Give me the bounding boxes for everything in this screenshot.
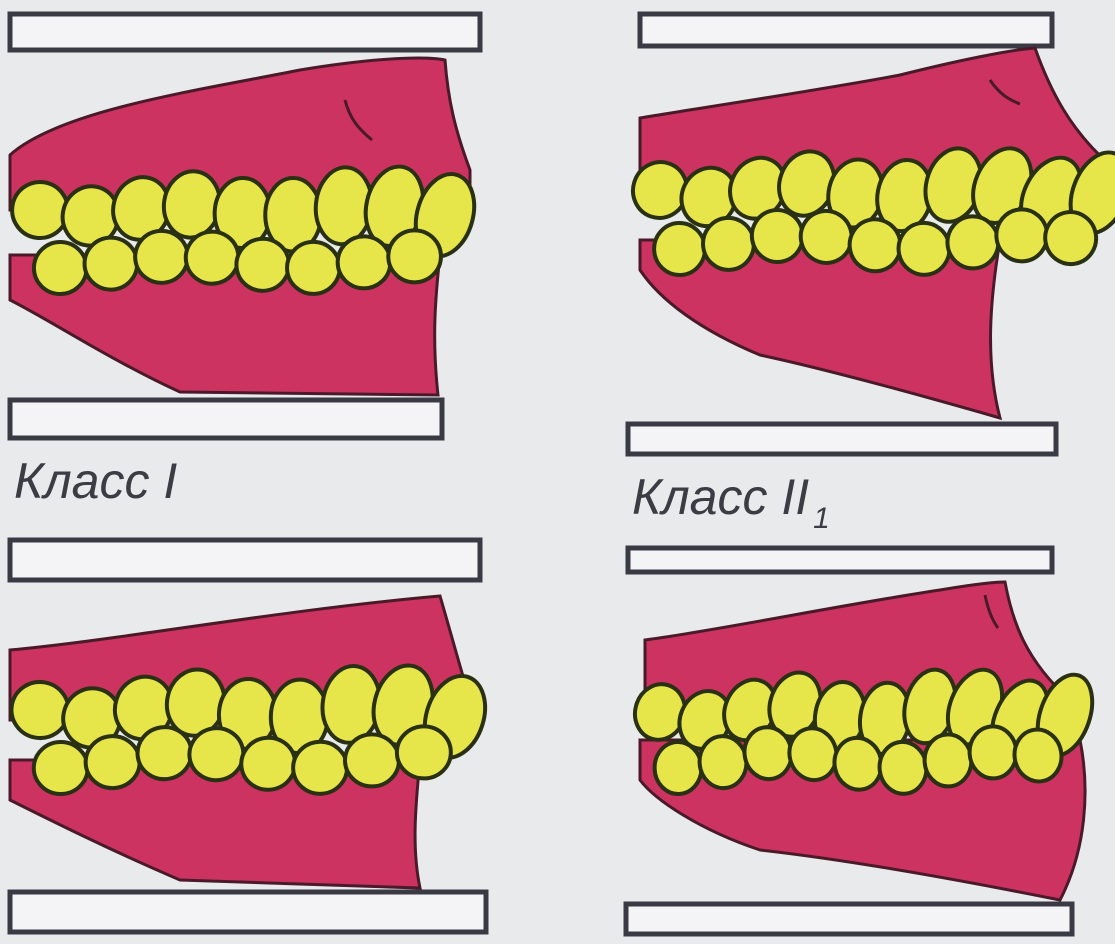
panel-class-2-2 <box>626 548 1102 934</box>
upper-plate <box>10 540 480 580</box>
lower-tooth <box>33 742 88 795</box>
lower-tooth <box>654 741 703 795</box>
lower-tooth <box>924 734 973 788</box>
lower-tooth <box>292 740 349 795</box>
lower-tooth <box>946 215 1000 270</box>
lower-tooth <box>286 241 341 295</box>
lower-plate <box>10 892 486 932</box>
lower-tooth <box>388 230 441 282</box>
label-class-1-text: Класс I <box>14 453 177 509</box>
lower-plate <box>626 904 1072 934</box>
lower-tooth <box>33 241 87 295</box>
lower-tooth <box>85 735 141 789</box>
lower-tooth <box>653 222 706 277</box>
lower-tooth <box>84 237 137 290</box>
label-class-1: Класс I <box>14 452 177 510</box>
upper-plate <box>640 14 1052 46</box>
upper-plate <box>10 14 480 50</box>
panel-class-1-normal <box>9 14 484 438</box>
lower-tooth <box>968 725 1018 780</box>
lower-tooth <box>337 236 391 290</box>
lower-tooth <box>698 734 749 790</box>
lower-plate <box>628 424 1056 454</box>
label-class-2-subscript: 1 <box>813 502 830 535</box>
label-class-2-text: Класс II <box>632 469 809 525</box>
lower-tooth <box>345 734 400 787</box>
lower-tooth <box>994 207 1049 263</box>
panel-class-2-1 <box>626 14 1115 454</box>
panel-class-1-crowded <box>7 540 495 932</box>
lower-tooth <box>397 726 451 778</box>
upper-plate <box>628 548 1052 572</box>
label-class-2: Класс II1 <box>632 468 830 526</box>
lower-plate <box>10 400 442 438</box>
